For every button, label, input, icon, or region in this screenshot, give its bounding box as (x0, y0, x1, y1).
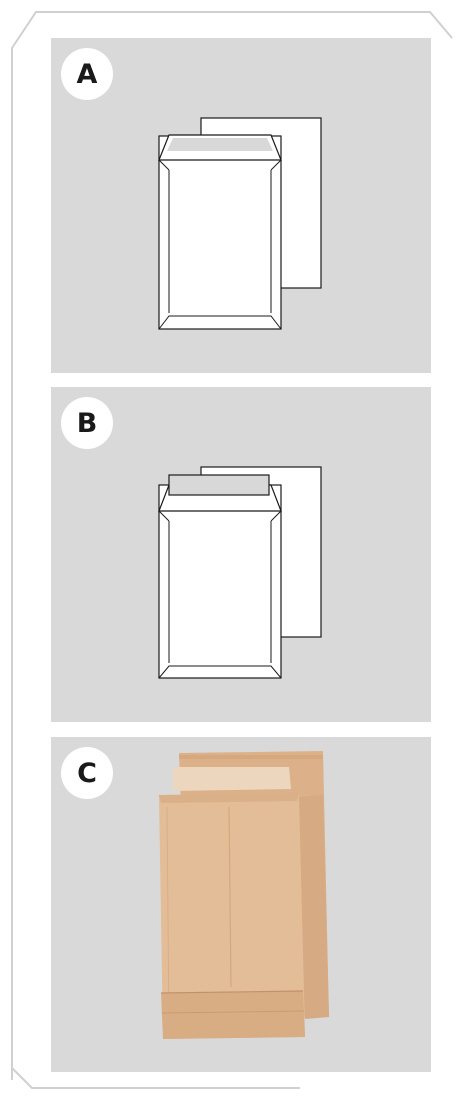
envelope-option-c[interactable]: C (51, 737, 431, 1072)
white-pocket-envelope-peel-seal-icon (51, 38, 431, 373)
white-pocket-envelope-strip-seal-icon (51, 387, 431, 722)
envelope-option-a[interactable]: A (51, 38, 431, 373)
kraft-gusset-envelope-icon (51, 737, 431, 1072)
envelope-option-b[interactable]: B (51, 387, 431, 722)
